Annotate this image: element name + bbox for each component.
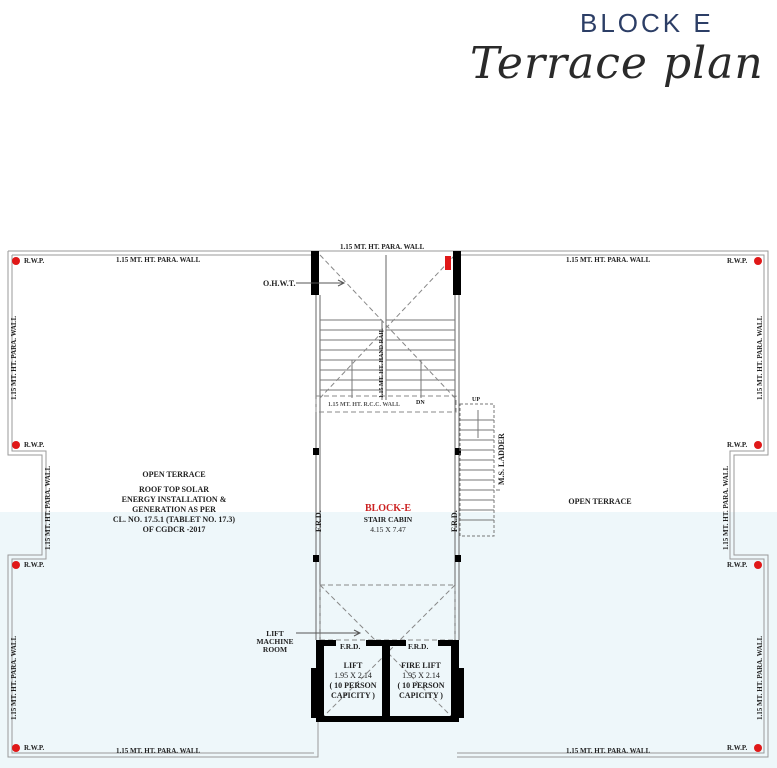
para-wall-label-bottom-left: 1.15 MT. HT. PARA. WALL [116, 747, 201, 755]
block-title: BLOCK E [580, 8, 714, 38]
rwp-marker [754, 561, 762, 569]
script-title: Terrace plan [470, 38, 764, 89]
lift-name: LIFT [343, 661, 363, 670]
lift-machine-room-label: LIFT MACHINE ROOM [250, 630, 300, 654]
lmr-line: LIFT [266, 629, 284, 638]
para-wall-label-right-mid: 1.15 MT. HT. PARA. WALL [722, 465, 730, 550]
rwp-label: R.W.P. [727, 257, 748, 265]
fire-lift-name: FIRE LIFT [401, 661, 441, 670]
para-wall-label-top-left: 1.15 MT. HT. PARA. WALL [116, 256, 201, 264]
stair-cabin-name: STAIR CABIN [363, 515, 413, 524]
frd-label-fire-lift: F.R.D. [408, 642, 429, 651]
fire-lift-capacity: ( 10 PERSON [397, 681, 445, 690]
para-wall-label-right-lower: 1.15 MT. HT. PARA. WALL [756, 635, 764, 720]
frd-label-lift: F.R.D. [340, 642, 361, 651]
rwp-label: R.W.P. [727, 561, 748, 569]
stair-cabin-block: BLOCK-E [364, 503, 412, 514]
lmr-line: ROOM [262, 645, 288, 654]
rwp-marker [12, 561, 20, 569]
rwp-label: R.W.P. [24, 744, 45, 752]
para-wall-label-bottom-right: 1.15 MT. HT. PARA. WALL [566, 747, 651, 755]
rwp-label: R.W.P. [727, 744, 748, 752]
lmr-line: MACHINE [256, 637, 294, 646]
rwp-label: R.W.P. [24, 257, 45, 265]
rwp-marker [754, 441, 762, 449]
stair-cabin-size: 4.15 X 7.47 [370, 525, 406, 534]
right-terrace-title: OPEN TERRACE [568, 497, 632, 506]
up-label: UP [472, 397, 480, 403]
lift-text: LIFT 1.95 X 2.14 ( 10 PERSON CAPICITY ) [324, 661, 382, 701]
rcc-wall-label: 1.15 MT. HT. R.C.C. WALL [328, 402, 401, 408]
rwp-marker [754, 257, 762, 265]
left-terrace-title: OPEN TERRACE [142, 470, 206, 479]
para-wall-label-left-lower: 1.15 MT. HT. PARA. WALL [10, 635, 18, 720]
rwp-label: R.W.P. [727, 441, 748, 449]
frd-label-left: F.R.D. [314, 510, 323, 532]
stair-cabin-text: BLOCK-E STAIR CABIN 4.15 X 7.47 [330, 504, 446, 535]
rwp-marker [12, 744, 20, 752]
lift-size: 1.95 X 2.14 [334, 671, 372, 680]
rwp-marker [12, 441, 20, 449]
lift-capacity: ( 10 PERSON [329, 681, 377, 690]
fire-lift-text: FIRE LIFT 1.95 X 2.14 ( 10 PERSON CAPICI… [390, 661, 452, 701]
rwp-marker [754, 744, 762, 752]
para-wall-label-left-mid: 1.15 MT. HT. PARA. WALL [44, 465, 52, 550]
rwp-label: R.W.P. [24, 441, 45, 449]
left-terrace-text: OPEN TERRACE ROOF TOP SOLAR ENERGY INSTA… [100, 470, 248, 535]
ms-ladder-label: M.S. LADDER [497, 433, 506, 485]
para-wall-label-left-upper: 1.15 MT. HT. PARA. WALL [10, 315, 18, 400]
dn-label: DN [416, 400, 425, 406]
hand-rail-label: 1.15 MT. HT. HAND RAIL [379, 328, 385, 398]
ohwt-label: O.H.W.T. [263, 279, 296, 288]
frd-label-right: F.R.D. [450, 510, 459, 532]
fire-lift-size: 1.95 X 2.14 [402, 671, 440, 680]
solar-note-line: CL. NO. 17.5.1 (TABLET NO. 17.3) [112, 515, 236, 524]
para-wall-label-right-upper: 1.15 MT. HT. PARA. WALL [756, 315, 764, 400]
rwp-marker [12, 257, 20, 265]
para-wall-label-top-right: 1.15 MT. HT. PARA. WALL [566, 256, 651, 264]
fire-lift-capacity: CAPICITY ) [399, 691, 443, 700]
rwp-label: R.W.P. [24, 561, 45, 569]
solar-note-line: ENERGY INSTALLATION & [121, 495, 227, 504]
lift-capacity: CAPICITY ) [331, 691, 375, 700]
solar-note-line: ROOF TOP SOLAR [138, 485, 210, 494]
solar-note-line: GENERATION AS PER [132, 505, 216, 514]
para-wall-label-top-center: 1.15 MT. HT. PARA. WALL [340, 243, 425, 251]
solar-note-line: OF CGDCR -2017 [142, 525, 206, 534]
